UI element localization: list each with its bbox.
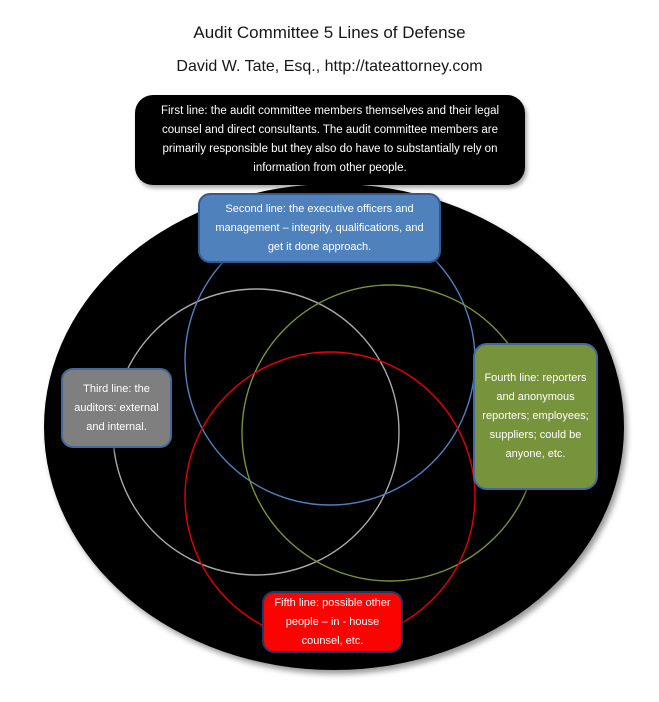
fourth-line-callout: Fourth line: reporters and anonymous rep… <box>473 343 598 490</box>
first-line-text: First line: the audit committee members … <box>160 105 500 174</box>
fifth-line-text: Fifth line: possible other people – in -… <box>274 596 391 647</box>
second-line-callout: Second line: the executive officers and … <box>198 193 441 263</box>
first-line-callout: First line: the audit committee members … <box>135 95 525 185</box>
page-subtitle: David W. Tate, Esq., http://tateattorney… <box>176 58 483 75</box>
page-title: Audit Committee 5 Lines of Defense <box>193 23 466 42</box>
third-line-callout: Third line: the auditors: external and i… <box>61 368 172 448</box>
fourth-line-text: Fourth line: reporters and anonymous rep… <box>482 372 589 460</box>
fifth-line-callout: Fifth line: possible other people – in -… <box>262 591 403 653</box>
third-line-text: Third line: the auditors: external and i… <box>74 382 159 433</box>
second-line-text: Second line: the executive officers and … <box>215 202 424 253</box>
